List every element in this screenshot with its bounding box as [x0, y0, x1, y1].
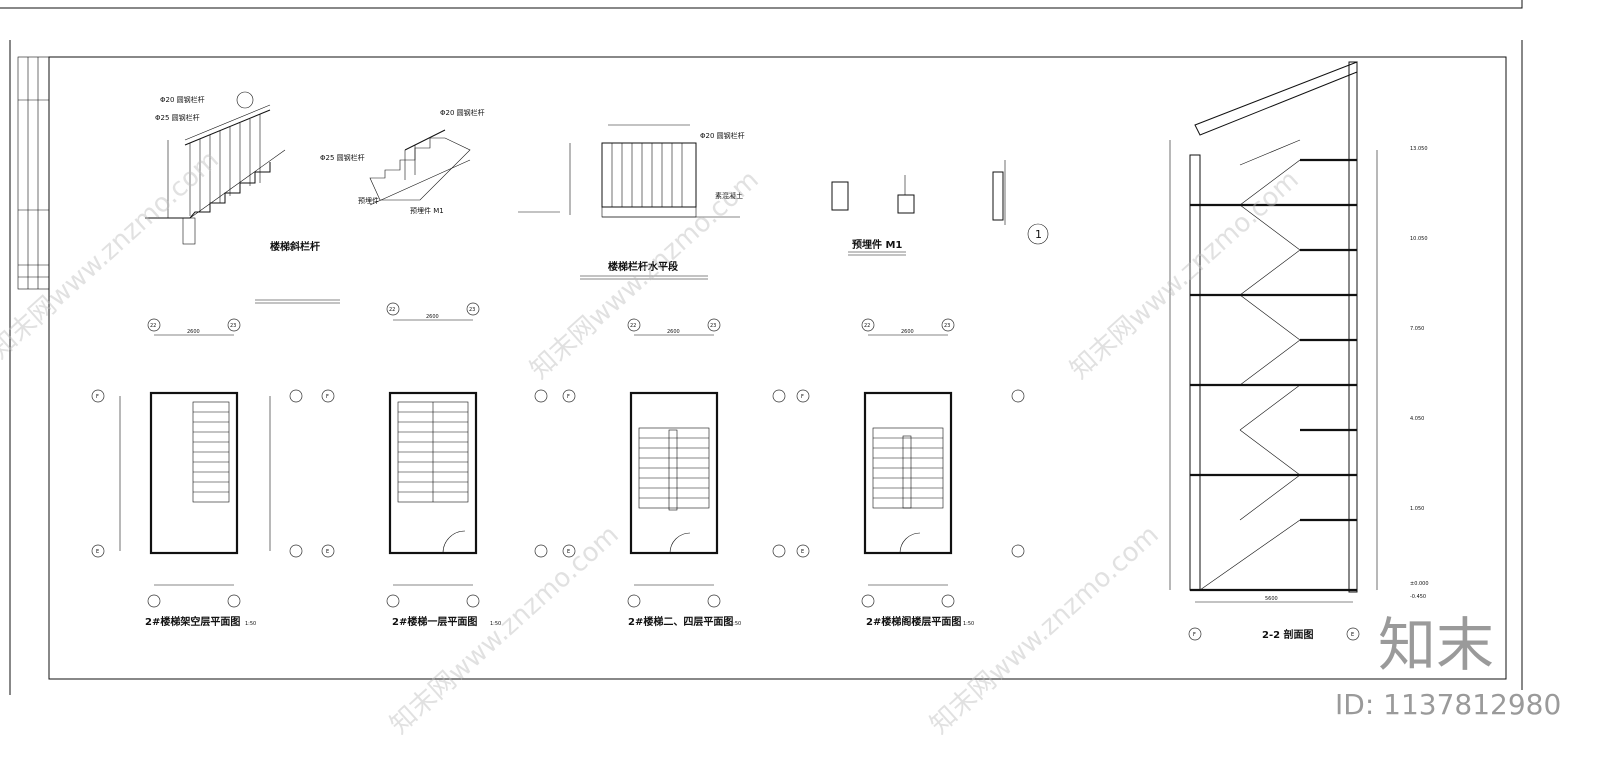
svg-text:Φ20 圆钢栏杆: Φ20 圆钢栏杆 [700, 131, 745, 140]
axis-f-label: F [96, 394, 99, 400]
detail-inclined-railing: Φ20 圆钢栏杆 Φ25 圆钢栏杆 楼梯斜栏杆 [145, 91, 340, 304]
brand-id: ID: 1137812980 [1335, 688, 1561, 721]
drawing-frame [48, 56, 1507, 680]
axis-f-label-4: F [801, 394, 804, 400]
plan-ground-dim-overall: 2600 [187, 329, 200, 335]
plan-second-dim-overall: 2600 [667, 329, 680, 335]
plan-attic-floor-stair: 22 23 F E 2600 2#楼梯阁楼层平面图 1:50 [796, 318, 1025, 628]
svg-text:Φ25 圆钢栏杆: Φ25 圆钢栏杆 [320, 153, 365, 162]
level-1050: 1.050 [1410, 506, 1424, 512]
embedded-part-title: 预埋件 M1 [852, 238, 902, 251]
level-4050: 4.050 [1410, 416, 1424, 422]
axis-22-label-3: 22 [630, 323, 636, 329]
detail-embedded-part: 预埋件 M1 1 [831, 160, 1049, 256]
svg-text:素混凝土: 素混凝土 [715, 191, 743, 200]
watermark-layer: 知末网www.znzmo.com 知末网www.znzmo.com 知末网www… [0, 145, 1305, 740]
svg-text:预埋件: 预埋件 [358, 196, 379, 205]
svg-text:预埋件 M1: 预埋件 M1 [410, 206, 444, 215]
watermark-5: 知末网www.znzmo.com [925, 520, 1165, 740]
plan-attic-title: 2#楼梯阁楼层平面图 [866, 615, 961, 628]
svg-text:Φ25 圆钢栏杆: Φ25 圆钢栏杆 [155, 113, 200, 122]
axis-e-label: E [96, 549, 99, 555]
plan-first-floor-stair: 22 23 F E 2600 2#楼梯一层平面图 1:50 [321, 302, 548, 628]
section-2-2: F E 5600 13.050 10.050 7.050 4.050 1.050… [1169, 61, 1429, 641]
section-axis-f-label: F [1193, 632, 1196, 638]
brand-logo: 知末 [1378, 611, 1494, 679]
axis-e-label-4: E [801, 549, 804, 555]
plan-attic-scale: 1:50 [963, 621, 974, 627]
section-title: 2-2 剖面图 [1262, 628, 1314, 641]
plan-attic-dim-overall: 2600 [901, 329, 914, 335]
svg-text:Φ20 圆钢栏杆: Φ20 圆钢栏杆 [440, 108, 485, 117]
axis-22-label: 22 [150, 323, 156, 329]
plan-ground-title: 2#楼梯架空层平面图 [145, 615, 240, 628]
axis-23-label-2: 23 [469, 307, 475, 313]
plan-ground-scale: 1:50 [245, 621, 256, 627]
axis-22-label-4: 22 [864, 323, 870, 329]
axis-f-label-2: F [326, 394, 329, 400]
axis-f-label-3: F [567, 394, 570, 400]
axis-23-label-4: 23 [944, 323, 950, 329]
level-10050: 10.050 [1410, 236, 1428, 242]
plan-ground-floor-stair: 22 23 F E 2600 2#楼梯架空层平面图 1:50 [91, 318, 303, 628]
svg-text:Φ20 圆钢栏杆: Φ20 圆钢栏杆 [160, 95, 205, 104]
plan-second-scale: 1:50 [730, 621, 741, 627]
detail-horizontal-railing: Φ20 圆钢栏杆 素混凝土 楼梯栏杆水平段 [518, 124, 745, 280]
railing-inclined-title: 楼梯斜栏杆 [270, 240, 320, 253]
level-0000: ±0.000 [1410, 581, 1429, 587]
railing-horizontal-title: 楼梯栏杆水平段 [608, 260, 678, 273]
axis-e-label-2: E [326, 549, 329, 555]
level-13050: 13.050 [1410, 146, 1428, 152]
level-7050: 7.050 [1410, 326, 1424, 332]
detail-marker-number: 1 [1035, 228, 1042, 241]
plan-first-title: 2#楼梯一层平面图 [392, 615, 477, 628]
axis-23-label-3: 23 [710, 323, 716, 329]
plan-first-scale: 1:50 [490, 621, 501, 627]
section-base-dim: 5600 [1265, 596, 1278, 602]
watermark-3: 知末网www.znzmo.com [1065, 165, 1305, 385]
detail-marker-circle [1027, 223, 1049, 245]
plan-second-title: 2#楼梯二、四层平面图 [628, 615, 733, 628]
title-block-strip [17, 56, 50, 290]
axis-e-label-3: E [567, 549, 570, 555]
detail-railing-joint: Φ20 圆钢栏杆 Φ25 圆钢栏杆 预埋件 预埋件 M1 [320, 108, 485, 215]
level-minus-0450: -0.450 [1410, 594, 1426, 600]
upper-sheet-border [0, 0, 1523, 9]
plan-second-fourth-floor-stair: 22 23 F E 2600 2#楼梯二、四层平面图 1:50 [562, 318, 786, 628]
plan-first-dim-overall: 2600 [426, 314, 439, 320]
axis-23-label: 23 [230, 323, 236, 329]
watermark-2: 知末网www.znzmo.com [525, 165, 765, 385]
section-axis-e-label: E [1351, 632, 1354, 638]
axis-22-label-2: 22 [389, 307, 395, 313]
